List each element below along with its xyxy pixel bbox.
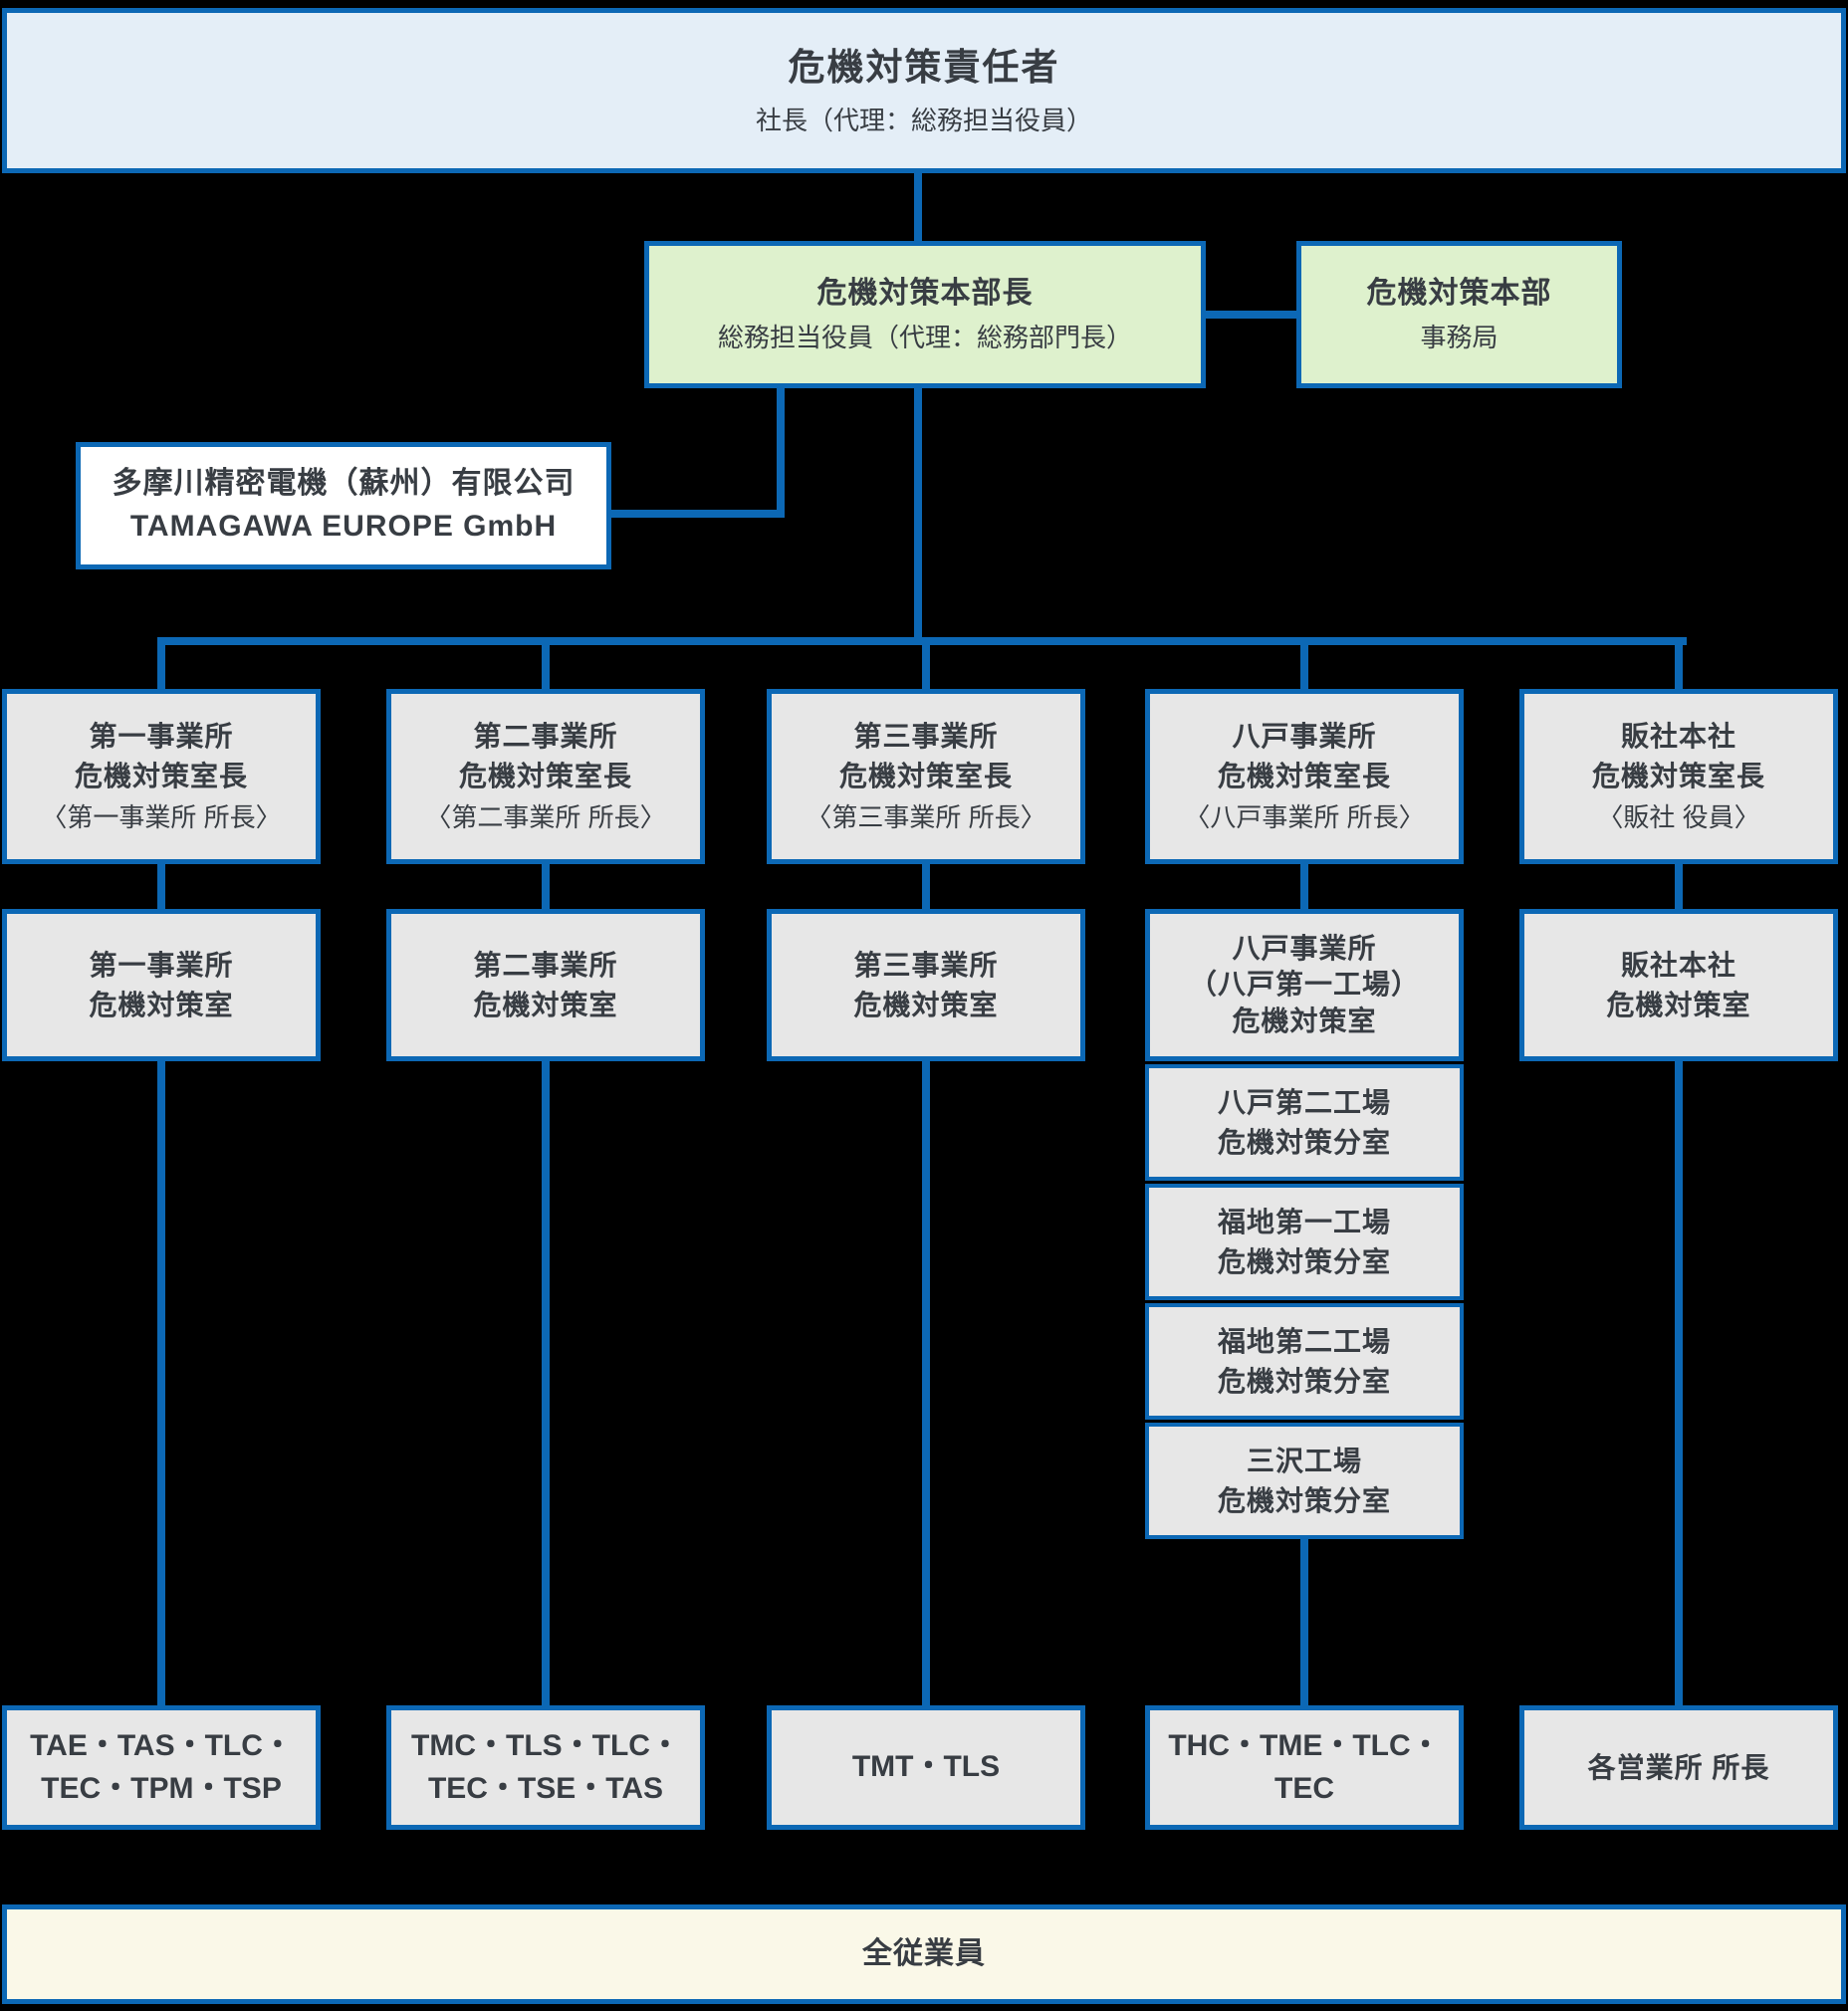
box-col1-sites: TAE・TAS・TLC・ TEC・TPM・TSP — [2, 1705, 321, 1830]
connector-head-room-col2 — [542, 862, 550, 912]
secretariat-subtitle: 事務局 — [1420, 322, 1499, 352]
connector-hq-to-secretariat — [1201, 311, 1300, 319]
col4-sites-line1: THC・TME・TLC・ — [1168, 1728, 1441, 1762]
box-col4-branch-3: 福地第二工場 危機対策分室 — [1145, 1303, 1464, 1420]
col1-head-line1: 第一事業所 — [89, 720, 234, 752]
box-col1-room: 第一事業所 危機対策室 — [2, 909, 321, 1061]
col3-head-sub: 〈第三事業所 所長〉 — [806, 802, 1046, 833]
overseas-line2: TAMAGAWA EUROPE GmbH — [129, 510, 558, 543]
connector-hq-to-overseas-vertical — [777, 386, 785, 518]
box-hq-head: 危機対策本部長 総務担当役員（代理：総務部門長） — [644, 241, 1206, 388]
connector-room-bottom-col3 — [922, 1059, 930, 1708]
col4-branch1-line2: 危機対策分室 — [1217, 1126, 1391, 1158]
box-col4-head: 八戸事業所 危機対策室長 〈八戸事業所 所長〉 — [1145, 689, 1464, 864]
col4-head-line1: 八戸事業所 — [1232, 720, 1377, 752]
col3-sites-line1: TMT・TLS — [851, 1750, 1001, 1784]
col4-branch1-line1: 八戸第二工場 — [1217, 1086, 1391, 1118]
box-crisis-chief: 危機対策責任者 社長（代理：総務担当役員） — [2, 8, 1846, 173]
box-col3-sites: TMT・TLS — [767, 1705, 1085, 1830]
box-col5-sites: 各営業所 所長 — [1519, 1705, 1838, 1830]
box-col3-room: 第三事業所 危機対策室 — [767, 909, 1085, 1061]
connector-top-to-hq — [914, 171, 922, 247]
crisis-chief-title: 危機対策責任者 — [788, 47, 1060, 89]
col1-room-line2: 危機対策室 — [89, 989, 234, 1020]
col5-sites-line1: 各営業所 所長 — [1587, 1751, 1770, 1783]
col1-room-line1: 第一事業所 — [89, 949, 234, 981]
col4-branch3-line1: 福地第二工場 — [1217, 1325, 1391, 1357]
col4-branch2-line2: 危機対策分室 — [1217, 1245, 1391, 1277]
col4-room-line2: （八戸第一工場） — [1188, 969, 1420, 1001]
col2-head-sub: 〈第二事業所 所長〉 — [425, 802, 666, 833]
box-col5-head: 販社本社 危機対策室長 〈販社 役員〉 — [1519, 689, 1838, 864]
col3-head-line2: 危機対策室長 — [838, 760, 1013, 791]
col4-head-sub: 〈八戸事業所 所長〉 — [1184, 802, 1425, 833]
col5-head-line1: 販社本社 — [1620, 720, 1736, 752]
crisis-chief-subtitle: 社長（代理：総務担当役員） — [755, 105, 1092, 135]
col5-head-line2: 危機対策室長 — [1591, 760, 1765, 791]
col2-head-line1: 第二事業所 — [473, 720, 618, 752]
col3-room-line1: 第三事業所 — [853, 949, 999, 981]
col3-room-line2: 危機対策室 — [853, 989, 999, 1020]
col1-sites-line1: TAE・TAS・TLC・ — [30, 1728, 293, 1762]
connector-drop-col4 — [1300, 637, 1308, 693]
col1-head-sub: 〈第一事業所 所長〉 — [41, 802, 282, 833]
box-overseas-companies: 多摩川精密電機（蘇州）有限公司 TAMAGAWA EUROPE GmbH — [76, 442, 611, 569]
overseas-line1: 多摩川精密電機（蘇州）有限公司 — [112, 467, 576, 501]
connector-drop-col5 — [1675, 637, 1683, 693]
col2-room-line1: 第二事業所 — [473, 949, 618, 981]
box-col4-branch-4: 三沢工場 危機対策分室 — [1145, 1423, 1464, 1539]
all-employees-label: 全従業員 — [862, 1936, 986, 1970]
box-col4-branch-2: 福地第一工場 危機対策分室 — [1145, 1184, 1464, 1300]
connector-room-bottom-col4 — [1300, 1537, 1308, 1708]
col2-room-line2: 危機対策室 — [473, 989, 618, 1020]
col3-head-line1: 第三事業所 — [853, 720, 999, 752]
col4-room-line1: 八戸事業所 — [1232, 932, 1377, 964]
hq-head-title: 危機対策本部長 — [816, 277, 1034, 311]
col4-room-line3: 危機対策室 — [1232, 1005, 1377, 1036]
col2-sites-line1: TMC・TLS・TLC・ — [411, 1728, 680, 1762]
connector-drop-col3 — [922, 637, 930, 693]
col4-branch3-line2: 危機対策分室 — [1217, 1365, 1391, 1397]
col5-head-sub: 〈販社 役員〉 — [1597, 802, 1760, 833]
connector-hq-trunk — [914, 386, 922, 641]
col5-room-line2: 危機対策室 — [1606, 989, 1751, 1020]
connector-hq-to-overseas-horizontal — [607, 510, 785, 518]
hq-head-subtitle: 総務担当役員（代理：総務部門長） — [717, 322, 1132, 352]
col2-head-line2: 危機対策室長 — [458, 760, 632, 791]
col4-head-line2: 危機対策室長 — [1217, 760, 1391, 791]
connector-room-bottom-col1 — [157, 1059, 165, 1708]
connector-drop-col1 — [157, 637, 165, 693]
connector-head-room-col4 — [1300, 862, 1308, 912]
connector-head-room-col3 — [922, 862, 930, 912]
col4-branch2-line1: 福地第一工場 — [1217, 1206, 1391, 1237]
box-secretariat: 危機対策本部 事務局 — [1296, 241, 1622, 388]
col1-head-line2: 危機対策室長 — [74, 760, 248, 791]
col4-sites-line2: TEC — [1274, 1771, 1334, 1805]
col5-room-line1: 販社本社 — [1620, 949, 1736, 981]
box-col4-room: 八戸事業所 （八戸第一工場） 危機対策室 — [1145, 909, 1464, 1061]
secretariat-title: 危機対策本部 — [1366, 277, 1552, 311]
box-col4-branch-1: 八戸第二工場 危機対策分室 — [1145, 1064, 1464, 1181]
box-col1-head: 第一事業所 危機対策室長 〈第一事業所 所長〉 — [2, 689, 321, 864]
col4-branch4-line1: 三沢工場 — [1246, 1445, 1362, 1476]
connector-drop-col2 — [542, 637, 550, 693]
box-col4-sites: THC・TME・TLC・ TEC — [1145, 1705, 1464, 1830]
col1-sites-line2: TEC・TPM・TSP — [41, 1771, 282, 1805]
connector-head-room-col1 — [157, 862, 165, 912]
box-col3-head: 第三事業所 危機対策室長 〈第三事業所 所長〉 — [767, 689, 1085, 864]
box-col2-room: 第二事業所 危機対策室 — [386, 909, 705, 1061]
connector-room-bottom-col5 — [1675, 1059, 1683, 1708]
connector-room-bottom-col2 — [542, 1059, 550, 1708]
box-all-employees: 全従業員 — [2, 1904, 1846, 2004]
col4-branch4-line2: 危機対策分室 — [1217, 1484, 1391, 1516]
box-col2-head: 第二事業所 危機対策室長 〈第二事業所 所長〉 — [386, 689, 705, 864]
connector-head-room-col5 — [1675, 862, 1683, 912]
box-col5-room: 販社本社 危機対策室 — [1519, 909, 1838, 1061]
col2-sites-line2: TEC・TSE・TAS — [427, 1771, 664, 1805]
box-col2-sites: TMC・TLS・TLC・ TEC・TSE・TAS — [386, 1705, 705, 1830]
